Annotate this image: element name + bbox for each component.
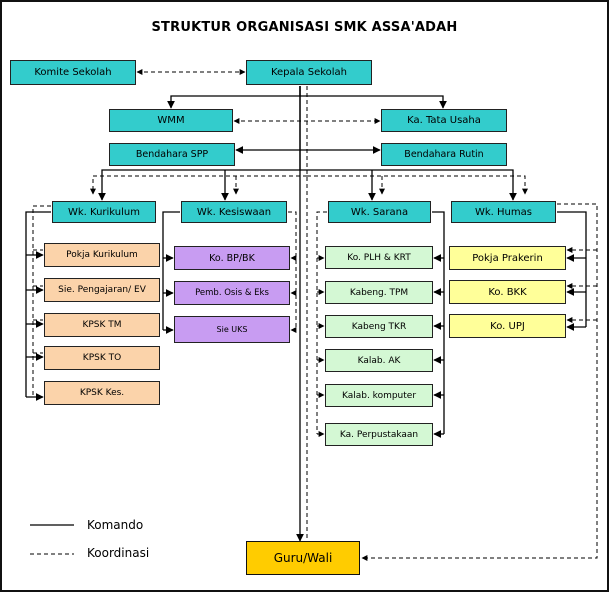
legend-komando-label: Komando (87, 518, 144, 532)
box-guru-wali: Guru/Wali (246, 541, 360, 575)
dash-bracket-kurikulum (32, 205, 51, 397)
dash-kesiswaan (288, 211, 297, 330)
box-kpsk-kes: KPSK Kes. (44, 381, 160, 405)
legend-koordinasi-label: Koordinasi (87, 546, 150, 560)
box-kabeng-tpm: Kabeng. TPM (325, 281, 433, 304)
bracket-sarana (432, 211, 445, 434)
box-ko-plh-krt: Ko. PLH & KRT (325, 246, 433, 269)
box-pokja-kurikulum: Pokja Kurikulum (44, 243, 160, 267)
box-ka-perpustakaan: Ka. Perpustakaan (325, 423, 433, 446)
dash-humas-guru (361, 203, 598, 561)
line-kepala-wmm-tu (167, 86, 301, 109)
box-ko-upj: Ko. UPJ (449, 314, 566, 338)
box-komite-sekolah: Komite Sekolah (10, 60, 136, 85)
box-kpsk-tm: KPSK TM (44, 313, 160, 337)
box-ko-bp-bk: Ko. BP/BK (174, 246, 290, 270)
box-wmm: WMM (109, 109, 233, 132)
box-bendahara-rutin: Bendahara Rutin (381, 143, 507, 166)
box-kalab-komputer: Kalab. komputer (325, 384, 433, 407)
box-wk-kesiswaan: Wk. Kesiswaan (181, 201, 287, 223)
box-ko-bkk: Ko. BKK (449, 280, 566, 304)
box-sie-uks: Sie UKS (174, 316, 290, 343)
box-pokja-prakerin: Pokja Prakerin (449, 246, 566, 270)
box-kabeng-tkr: Kabeng TKR (325, 315, 433, 338)
diagram-title: STRUKTUR ORGANISASI SMK ASSA'ADAH (151, 20, 458, 35)
dash-wakil (90, 175, 307, 195)
box-kpsk-to: KPSK TO (44, 346, 160, 370)
box-pemb-osis: Pemb. Osis & Eks (174, 281, 290, 305)
bracket-humas (557, 211, 587, 327)
bracket-kesiswaan (162, 211, 180, 330)
box-sie-pengajaran: Sie. Pengajaran/ EV (44, 278, 160, 302)
box-wk-sarana: Wk. Sarana (328, 201, 431, 223)
box-tata-usaha: Ka. Tata Usaha (381, 109, 507, 132)
box-wk-kurikulum: Wk. Kurikulum (52, 201, 156, 223)
bracket-kurikulum (25, 211, 51, 397)
box-bendahara-spp: Bendahara SPP (109, 143, 235, 166)
box-kalab-ak: Kalab. AK (325, 349, 433, 372)
box-wk-humas: Wk. Humas (451, 201, 556, 223)
box-kepala-sekolah: Kepala Sekolah (246, 60, 372, 85)
